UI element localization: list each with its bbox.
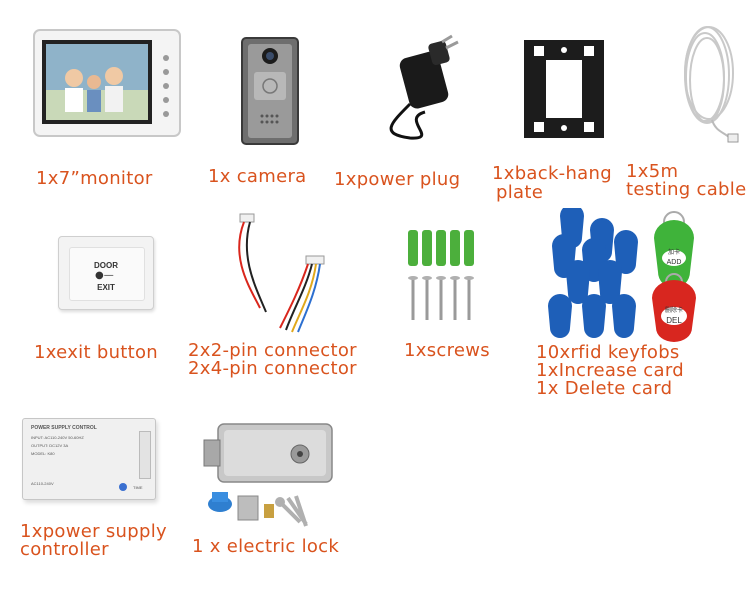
power-plug-label: 1xpower plug	[334, 169, 461, 190]
psu-input-text: INPUT: AC110-240V 50-60HZ	[31, 435, 84, 440]
screws-image	[408, 230, 474, 320]
monitor-image	[33, 29, 181, 137]
rfid-label-line3: 1x Delete card	[536, 378, 673, 399]
rfid-keyfobs-image: 加卡 ADD 删除卡 DEL	[548, 208, 696, 342]
connector-wires-image	[238, 213, 325, 333]
exit-button-image: DOOR ●— EXIT	[58, 236, 154, 310]
screws-label: 1xscrews	[404, 340, 490, 361]
back-hang-plate-image	[524, 40, 604, 138]
testing-cable-label-line1: 1x5m	[626, 161, 679, 182]
connector-label-line1: 2x2-pin connector	[188, 340, 357, 361]
testing-cable-label-line2: testing cable	[626, 179, 747, 200]
back-hang-label-line2: plate	[496, 182, 544, 203]
exit-button-exit-text: EXIT	[97, 283, 115, 292]
psu-dial-icon	[119, 483, 127, 491]
power-supply-label-line2: controller	[20, 539, 109, 560]
psu-model-text: MODEL: K80	[31, 451, 55, 456]
rfid-label-line2: 1xIncrease card	[536, 360, 684, 381]
camera-label: 1x camera	[208, 166, 307, 187]
monitor-label: 1x7”monitor	[36, 168, 153, 189]
testing-cable-image	[684, 26, 739, 143]
keyfob-del-code-text: DEL	[666, 316, 682, 325]
keyfob-add-text: 加卡	[668, 248, 680, 256]
psu-output-text: OUTPUT: DC12V 3A	[31, 443, 69, 448]
key-icon: ●—	[95, 270, 114, 281]
exit-button-label: 1xexit button	[34, 342, 159, 363]
connector-label-line2: 2x4-pin connector	[188, 358, 357, 379]
power-supply-controller-image: POWER SUPPLY CONTROL INPUT: AC110-240V 5…	[22, 418, 156, 500]
keyfob-add-code-text: ADD	[667, 259, 682, 266]
power-plug-image	[389, 34, 459, 140]
psu-terminal-block	[139, 431, 151, 479]
psu-title-text: POWER SUPPLY CONTROL	[31, 425, 97, 431]
psu-ac-text: AC110-240V	[31, 481, 54, 486]
power-supply-label-line1: 1xpower supply	[20, 521, 167, 542]
psu-time-text: TIME	[133, 485, 143, 490]
electric-lock-label: 1 x electric lock	[192, 536, 340, 557]
exit-button-door-text: DOOR	[94, 261, 118, 270]
keyfob-del-text: 删除卡	[665, 306, 683, 314]
back-hang-label-line1: 1xback-hang	[492, 163, 612, 184]
camera-image	[241, 37, 299, 145]
electric-lock-image	[203, 423, 333, 527]
rfid-label-line1: 10xrfid keyfobs	[536, 342, 680, 363]
